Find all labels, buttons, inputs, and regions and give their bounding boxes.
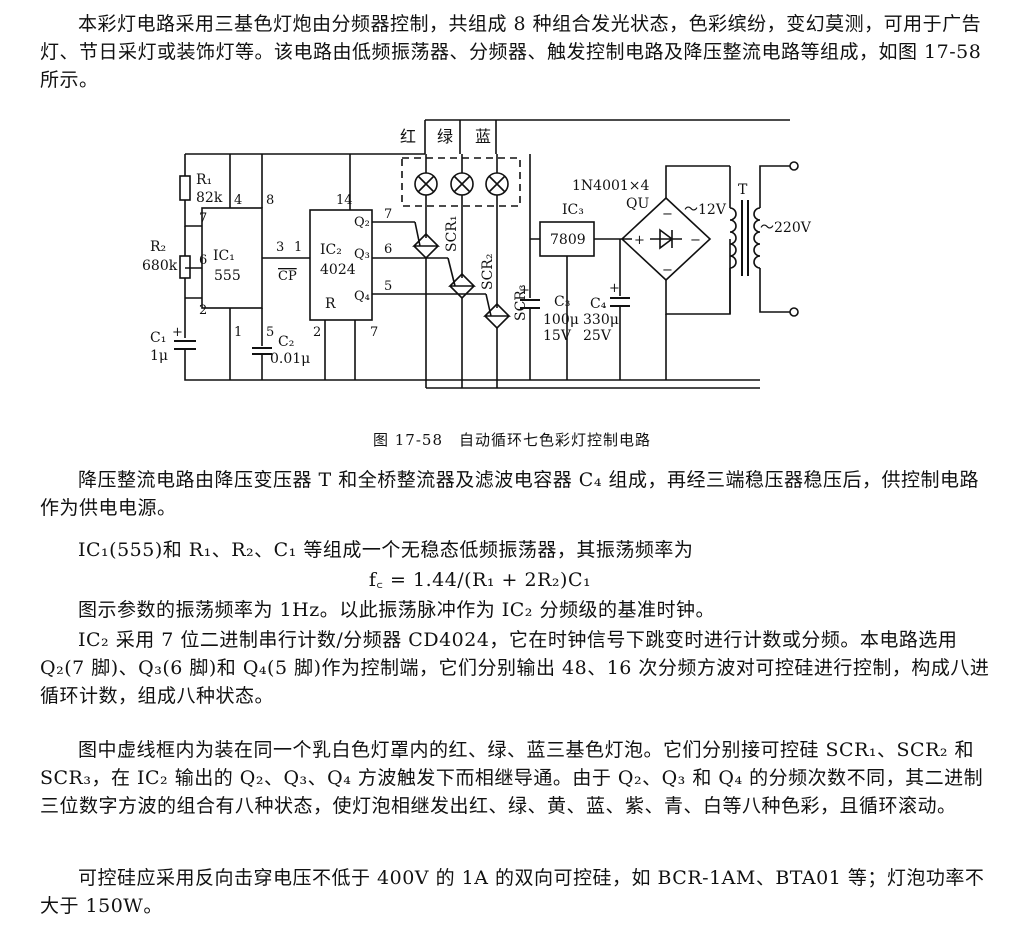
ic1-type: 555: [214, 268, 241, 284]
svg-text:−: −: [662, 263, 673, 278]
scr2-triac: [447, 257, 476, 388]
frequency-paragraph: 图示参数的振荡频率为 1Hz。以此振荡脉冲作为 IC₂ 分频级的基准时钟。: [78, 599, 715, 621]
c1-value: 1μ: [150, 348, 168, 364]
r2-value: 680k: [142, 258, 178, 274]
q4-label: Q₄: [354, 289, 370, 304]
diode-label: 1N4001×4: [572, 178, 650, 194]
ground-rail: [184, 349, 760, 381]
ic2-pin2: 2: [313, 325, 321, 340]
resistor-r2: [179, 255, 191, 279]
mains-terminal-top: [789, 161, 799, 171]
svg-text:+: +: [519, 283, 530, 298]
ic2-paragraph: IC₂ 采用 7 位二进制串行计数/分频器 CD4024，它在时钟信号下跳变时进…: [40, 629, 990, 707]
ic2-type: 4024: [320, 262, 356, 278]
top-supply-rail: [185, 119, 790, 155]
resistor-r1: [179, 175, 191, 201]
figure-caption: 图 17-58 自动循环七色彩灯控制电路: [372, 431, 651, 449]
ic1-pin2: 2: [199, 303, 207, 318]
ic3-label: IC₃: [562, 202, 584, 218]
ic1-pin3: 3: [276, 240, 284, 255]
ic2-chip: [309, 209, 373, 321]
secondary-voltage: ～12V: [684, 202, 727, 218]
c3-label: C₃: [554, 294, 570, 310]
svg-text:+: +: [609, 281, 620, 296]
ic2-pin1: 1: [294, 240, 302, 255]
c3-value: 100μ: [543, 312, 579, 328]
ic2-pin7: 7: [384, 207, 392, 222]
c3-voltage: 15V: [543, 328, 572, 344]
scr2-label: SCR₂: [480, 254, 496, 290]
r2-label: R₂: [150, 239, 166, 255]
r1-value: 82k: [196, 190, 223, 206]
svg-text:−: −: [690, 233, 701, 248]
svg-text:+: +: [634, 233, 645, 248]
svg-text:+: +: [172, 325, 183, 340]
intro-paragraph: 本彩灯电路采用三基色灯炮由分频器控制，共组成 8 种组合发光状态，色彩缤纷，变幻…: [40, 13, 982, 91]
transformer-core: [741, 200, 749, 276]
capacitor-c4: [610, 297, 630, 307]
ic2-pin14: 14: [336, 193, 353, 208]
lamp-feed-lines: [459, 120, 497, 154]
label-green: 绿: [437, 127, 453, 146]
mains-voltage: ～220V: [760, 220, 812, 236]
ic2-pin7-bottom: 7: [370, 325, 378, 340]
lamp-bulbs: [414, 172, 509, 196]
circuit-diagram: 红 绿 蓝 R₁ 82k 7 R₂ 680k 6 2 + C₁ 1μ IC₁ 5…: [142, 119, 812, 389]
ic2-pin6: 6: [384, 242, 392, 257]
c4-label: C₄: [590, 296, 607, 312]
label-blue: 蓝: [475, 127, 491, 146]
power-paragraph: 降压整流电路由降压变压器 T 和全桥整流器及滤波电容器 C₄ 组成，再经三端稳压…: [40, 469, 979, 519]
scr1-label: SCR₁: [444, 216, 460, 252]
oscillator-paragraph: IC₁(555)和 R₁、R₂、C₁ 等组成一个无稳态低频振荡器，其振荡频率为: [78, 539, 694, 561]
transformer-label: T: [738, 182, 748, 198]
c2-value: 0.01μ: [270, 351, 310, 367]
svg-text:−: −: [662, 207, 673, 222]
cp-label: CP: [278, 269, 297, 284]
q3-label: Q₃: [354, 247, 370, 262]
c2-label: C₂: [278, 334, 294, 350]
ic1-pin4: 4: [234, 193, 242, 208]
capacitor-c1: [174, 340, 196, 350]
scr3-label: SCR₃: [513, 285, 529, 321]
r1-label: R₁: [196, 172, 212, 188]
c1-label: C₁: [150, 330, 166, 346]
ic1-label: IC₁: [213, 248, 235, 264]
q2-label: Q₂: [354, 215, 370, 230]
scr-paragraph: 可控硅应采用反向击穿电压不低于 400V 的 1A 的双向可控硅，如 BCR-1…: [40, 867, 985, 917]
label-red: 红: [400, 127, 416, 146]
ic2-label: IC₂: [320, 242, 342, 258]
lamp-paragraph: 图中虚线框内为装在同一个乳白色灯罩内的红、绿、蓝三基色灯泡。它们分别接可控硅 S…: [40, 739, 984, 817]
ic1-pin5: 5: [266, 325, 274, 340]
ic1-pin1: 1: [234, 325, 242, 340]
qu-label: QU: [626, 196, 649, 212]
c4-value: 330μ: [583, 312, 619, 328]
transformer-primary: [753, 207, 761, 269]
mains-terminal-bottom: [789, 307, 799, 317]
ic1-pin8: 8: [266, 193, 274, 208]
ic1-pin6: 6: [199, 253, 207, 268]
transformer-secondary: [729, 207, 737, 269]
c4-voltage: 25V: [583, 328, 612, 344]
ic2-pin5: 5: [384, 279, 392, 294]
capacitor-c2: [252, 347, 272, 355]
ic1-pin7: 7: [199, 211, 207, 226]
ic3-type: 7809: [550, 232, 586, 248]
lamp-to-scr-wires: [425, 154, 498, 308]
scr3-triac: [483, 293, 511, 388]
scr1-triac: [412, 221, 440, 388]
ic2-reset-label: R: [325, 296, 336, 312]
frequency-formula: f꜀ = 1.44/(R₁ + 2R₂)C₁: [368, 569, 592, 591]
